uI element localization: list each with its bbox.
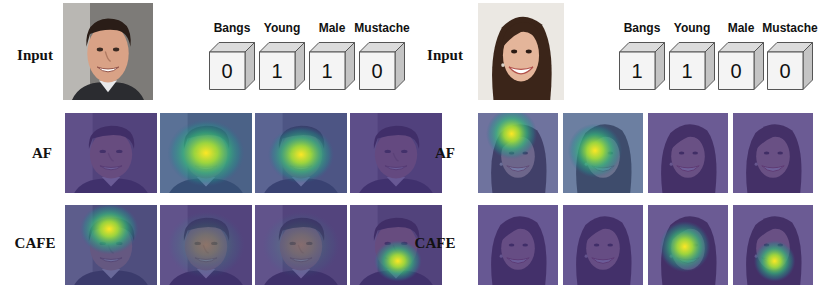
attention-map (733, 113, 813, 193)
attribute-cube: Male0 (718, 20, 764, 90)
attribute-cube: Young1 (259, 20, 305, 90)
attention-map (563, 113, 643, 193)
attribute-cube: Bangs0 (209, 20, 255, 90)
attention-map (648, 113, 728, 193)
attribute-name: Young (235, 20, 329, 36)
attention-map (255, 113, 347, 193)
attribute-value: 1 (669, 52, 705, 90)
input-photo (63, 3, 153, 100)
attention-map (478, 108, 558, 193)
row-label: Input (5, 45, 65, 65)
attribute-value: 0 (767, 52, 803, 90)
attribute-name: Mustache (743, 20, 831, 36)
attribute-name: Mustache (335, 20, 429, 36)
attention-map (350, 113, 442, 193)
attribute-value: 0 (209, 52, 245, 90)
attribute-cube: Male1 (309, 20, 355, 90)
attention-map (65, 113, 157, 193)
attribute-cube: Young1 (669, 20, 715, 90)
row-label: AF (12, 143, 72, 163)
row-label: CAFE (5, 233, 65, 253)
attribute-value: 0 (718, 52, 754, 90)
attribute-cube: Bangs1 (619, 20, 665, 90)
attention-map (160, 113, 252, 193)
attribute-value: 0 (359, 52, 395, 90)
attention-map (733, 205, 813, 285)
attention-map (65, 203, 157, 285)
attention-map (478, 205, 558, 285)
attribute-cube: Mustache0 (767, 20, 813, 90)
attribute-value: 1 (309, 52, 345, 90)
attention-map (648, 205, 728, 285)
attribute-value: 1 (259, 52, 295, 90)
attribute-cube: Mustache0 (359, 20, 405, 90)
attribute-name: Young (645, 20, 739, 36)
row-label: AF (415, 143, 475, 163)
row-label: CAFE (405, 233, 465, 253)
input-photo (478, 3, 564, 100)
attention-map (255, 205, 347, 285)
row-label: Input (415, 45, 475, 65)
attention-map (563, 205, 643, 285)
attribute-value: 1 (619, 52, 655, 90)
attention-map (160, 205, 252, 285)
